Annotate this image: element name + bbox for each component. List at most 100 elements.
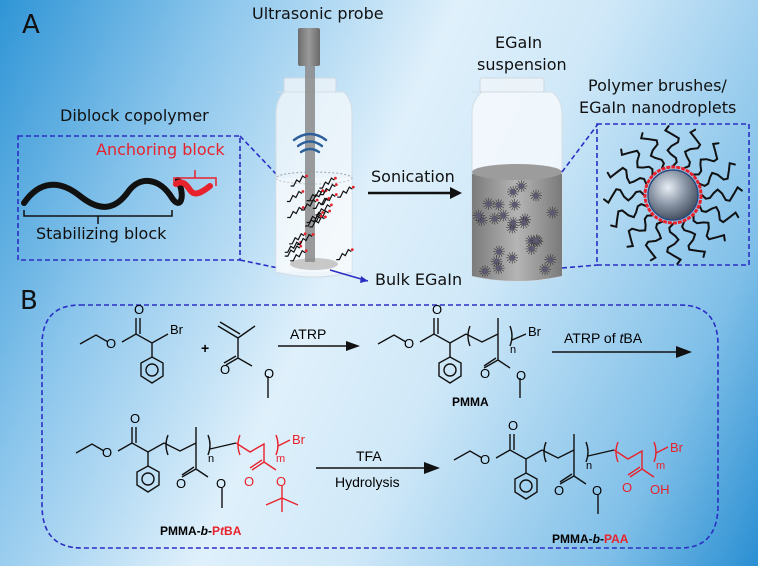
polymer-brush: [663, 125, 680, 167]
ptba-block-structure: [235, 434, 299, 512]
nanodroplet: [478, 265, 492, 278]
initiator-structure: [79, 318, 169, 384]
polymer-brush: [644, 220, 663, 262]
plus-sign: +: [201, 340, 210, 356]
tfa-label: TFA: [356, 448, 382, 464]
anchor-end: [350, 248, 354, 252]
zoom-connector: [239, 259, 279, 269]
egain-suspension-vial: [471, 77, 563, 282]
atom-o: O: [592, 483, 603, 498]
nanodroplet: [507, 216, 520, 229]
mma-monomer-structure: [217, 321, 269, 398]
anchor-end: [321, 189, 325, 193]
zoom-connector: [561, 123, 599, 173]
atom-o: O: [554, 483, 565, 498]
copolymer-chain: [290, 175, 306, 187]
nanodroplet: [472, 209, 485, 222]
polymer-brush: [692, 142, 720, 176]
anchor-end: [305, 174, 308, 178]
atom-br: Br: [670, 440, 683, 455]
atom-o: O: [480, 452, 491, 467]
nanodroplet: [492, 198, 505, 211]
nanodroplet: [546, 206, 559, 219]
anchor-end: [301, 206, 305, 209]
copolymer-chain: [320, 183, 336, 196]
anchor-end: [321, 211, 324, 214]
anchor-end: [334, 176, 337, 180]
nanodroplet: [515, 180, 528, 193]
copolymer-chain: [320, 193, 336, 206]
egain-suspension-label-1: EGaIn: [495, 33, 543, 52]
copolymer-chain: [319, 177, 335, 189]
pmma-b-ptba-label: PMMA-b-PtBA: [160, 524, 242, 538]
nanodroplet: [517, 216, 530, 229]
polymer-brush: [698, 205, 740, 224]
nanodroplet: [506, 251, 519, 264]
anchor-end: [324, 215, 327, 219]
anchor-end: [301, 190, 305, 193]
atrp-tba-label: ATRP of tBA: [564, 330, 643, 346]
anchor-end: [304, 249, 308, 253]
copolymer-chains: [284, 174, 355, 262]
nanodroplet: [529, 189, 543, 202]
egain-suspension-label-2: suspension: [477, 55, 567, 74]
atom-o: O: [276, 474, 287, 489]
polymer-brushes: [603, 125, 743, 265]
atom-br: Br: [528, 324, 541, 339]
paa-block-structure: [613, 441, 669, 478]
copolymer-chain: [312, 197, 329, 209]
anchor-end: [334, 183, 338, 187]
polymer-brushes-label-2: EGaIn nanodroplets: [579, 98, 737, 117]
atom-br: Br: [170, 322, 183, 337]
nanodroplet-zoom-box: [596, 123, 750, 266]
anchor-end: [311, 233, 315, 236]
atom-o: O: [244, 474, 255, 489]
anchor-end: [303, 232, 307, 236]
copolymer-chain: [289, 232, 305, 245]
anchoring-shell: [643, 165, 703, 225]
anchor-end: [330, 203, 333, 207]
atom-o: O: [134, 302, 145, 317]
polymer-brush: [666, 223, 683, 265]
nanodroplet: [497, 209, 510, 222]
polymer-brush: [683, 128, 702, 170]
nanodroplets: [472, 180, 559, 278]
atom-o: O: [130, 411, 141, 426]
nanodroplet: [538, 263, 552, 276]
egain-nanodroplet: [647, 169, 699, 221]
copolymer-chain: [284, 241, 301, 253]
atom-o: O: [432, 302, 443, 317]
copolymer-chain: [290, 249, 306, 262]
subscript-m: m: [276, 453, 286, 465]
subscript-m: m: [656, 460, 666, 472]
copolymer-chain: [315, 204, 331, 216]
atrp-label: ATRP: [290, 326, 327, 342]
polymer-brush: [701, 185, 743, 202]
pmma-label: PMMA: [452, 395, 489, 409]
anchor-end: [334, 193, 338, 196]
subscript-n: n: [510, 344, 517, 356]
tfa-hydrolysis-arrow: [316, 462, 440, 474]
polymer-brush: [698, 161, 736, 188]
atom-o: O: [220, 362, 231, 377]
nanodroplet: [492, 262, 505, 275]
polymer-brush: [620, 148, 654, 176]
atom-o: O: [264, 366, 275, 381]
hydrolysis-label: Hydrolysis: [335, 474, 400, 490]
bulk-egain-label: Bulk EGaIn: [375, 270, 463, 289]
zoom-connector: [561, 264, 599, 269]
anchor-end: [299, 244, 303, 248]
pmma-b-paa-structure: [453, 434, 615, 514]
polymer-brush: [626, 214, 654, 248]
ultrasonic-probe-label: Ultrasonic probe: [252, 4, 384, 23]
copolymer-chain: [337, 186, 353, 198]
stabilizing-block-chain: [21, 177, 185, 210]
atom-o: O: [508, 418, 519, 433]
atrp-tba-arrow: [552, 346, 692, 358]
nanodroplet: [530, 234, 543, 247]
polymer-brush: [603, 188, 645, 205]
atom-o: O: [176, 476, 187, 491]
nanodroplet: [482, 197, 495, 210]
copolymer-chain: [301, 199, 317, 211]
